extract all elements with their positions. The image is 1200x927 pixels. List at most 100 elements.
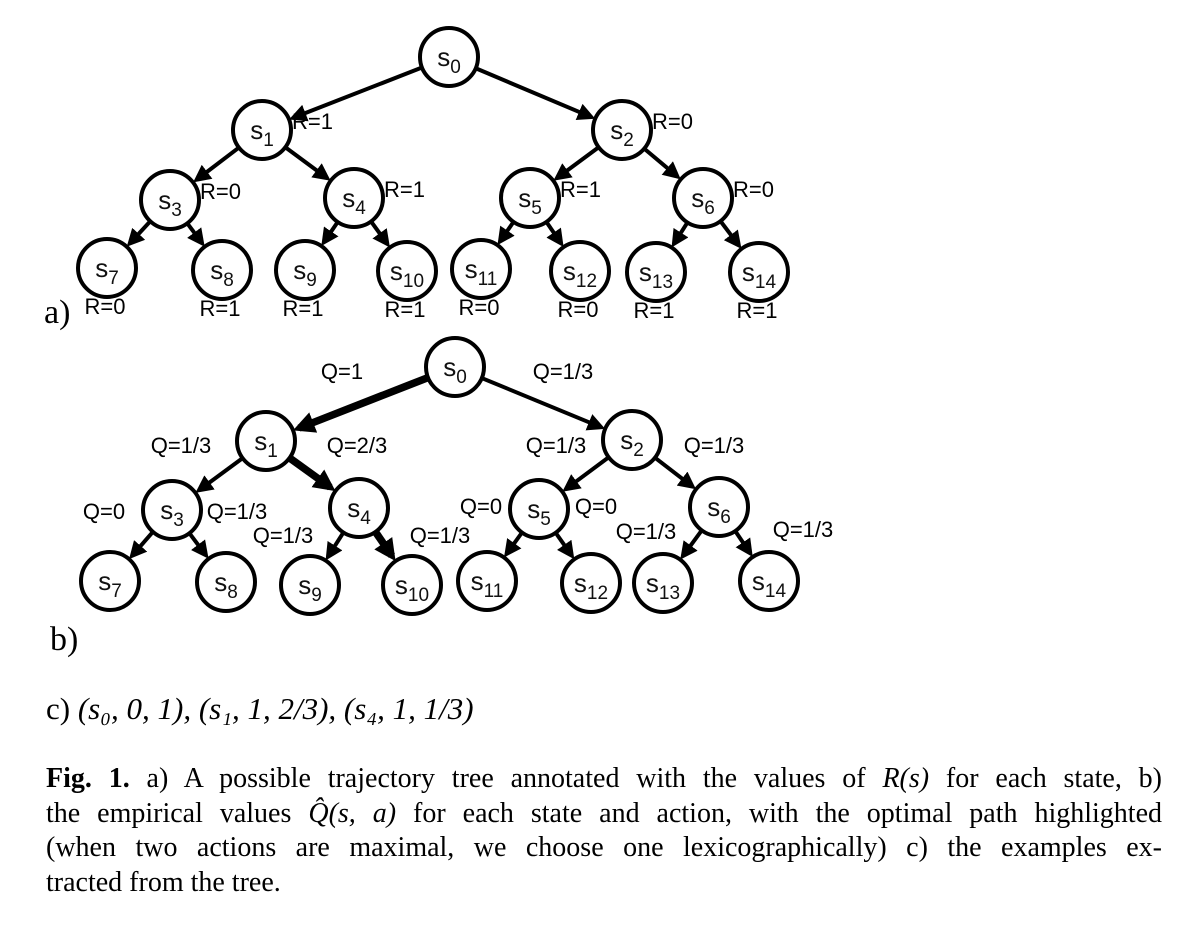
tree-b-node-label-s8: s8 (214, 567, 238, 603)
tree-b-node-s10 (381, 554, 443, 616)
text-segment: Fig. 1. (46, 763, 130, 794)
tree-a-reward-label-s6: R=0 (733, 177, 774, 202)
tree-a-node-s2 (591, 99, 653, 161)
tree-a-reward-label-s12: R=0 (558, 297, 599, 322)
tree-a-edge-s3-s7 (126, 219, 152, 247)
caption-line-4: tracted from the tree. (46, 866, 1162, 901)
tree-a-edge-s4-s10 (369, 220, 390, 248)
tree-a-edge-s4-s9 (321, 220, 340, 247)
tree-a-node-label-s0: s0 (437, 42, 461, 78)
tree-b-edge-label-s3-s7: Q=0 (83, 499, 125, 524)
tree-a-node-s7 (76, 237, 138, 299)
tree-b-node-label-s2: s2 (620, 425, 644, 461)
tree-b-edge-label-s6-s14: Q=1/3 (773, 517, 834, 542)
tree-b-edge-label-s0-s1: Q=1 (321, 359, 363, 384)
tree-b-node-s2 (601, 409, 663, 471)
tree-b-node-label-s0: s0 (443, 352, 467, 388)
tree-a-edge-s6-s14 (718, 219, 742, 249)
tree-b-edge-s2-s6 (653, 456, 697, 490)
tree-a-edge-s5-s12 (544, 220, 564, 248)
tree-b-node-s9 (279, 554, 341, 616)
tree-a-node-label-s1: s1 (250, 115, 274, 151)
tree-a-node-label-s14: s14 (742, 257, 777, 293)
tree-a-node-s10 (376, 240, 438, 302)
tree-b-node-label-s7: s7 (98, 566, 122, 602)
tree-a-node-s4 (323, 167, 385, 229)
tree-b-edge-label-s4-s9: Q=1/3 (253, 523, 314, 548)
tree-b-node-s8 (195, 551, 257, 613)
tree-b-edge-label-s6-s13: Q=1/3 (616, 519, 677, 544)
tree-a-node-label-s12: s12 (563, 256, 597, 292)
tree-b-edge-label-s2-s6: Q=1/3 (684, 433, 745, 458)
tree-b-node-s5 (508, 478, 570, 540)
tree-a-node-s13 (625, 241, 687, 303)
tree-a-edge-s1-s4 (284, 145, 331, 181)
tree-a-edge-s0-s2 (474, 66, 596, 120)
tree-b-node-label-s12: s12 (574, 568, 608, 604)
tree-a-reward-label-s10: R=1 (385, 297, 426, 322)
tree-b-node-label-s5: s5 (527, 494, 551, 530)
tree-a-reward-label-s9: R=1 (283, 296, 324, 321)
tree-a-reward-label-s14: R=1 (737, 298, 778, 323)
tree-a-node-label-s9: s9 (293, 255, 317, 291)
tree-a-node-s3 (139, 169, 201, 231)
panel-c-examples-line: c) (s₀, 0, 1), (s₁, 1, 2/3), (s₄, 1, 1/3… (46, 691, 474, 727)
tree-b-node-label-s13: s13 (646, 568, 680, 604)
tree-a-node-label-s3: s3 (158, 185, 182, 221)
caption-line-1: Fig. 1. a) A possible trajectory tree an… (46, 762, 1162, 797)
tree-b-edge-s1-s4-optimal (287, 454, 336, 492)
tree-b-edge-label-s2-s5: Q=1/3 (526, 433, 587, 458)
tree-b-edge-s3-s8 (187, 532, 209, 559)
tree-a-node-s14 (728, 241, 790, 303)
tree-a-node-s1 (231, 99, 293, 161)
tree-b-edge-label-s4-s10: Q=1/3 (410, 523, 471, 548)
tree-b-node-label-s9: s9 (298, 570, 322, 606)
text-segment: Q̂(s, a) (308, 797, 397, 829)
tree-b-node-s11 (456, 550, 518, 612)
tree-a-edge-s1-s3 (193, 145, 241, 183)
tree-b-node-s0 (424, 336, 486, 398)
tree-b-edge-label-s3-s8: Q=1/3 (207, 499, 268, 524)
tree-b-edge-s5-s12 (554, 531, 575, 560)
tree-b-node-label-s6: s6 (707, 492, 731, 528)
text-segment: for each state, b) (929, 763, 1162, 794)
tree-b-edge-s0-s2 (481, 376, 606, 431)
tree-b-edge-s2-s5 (562, 455, 610, 492)
tree-a-node-s9 (274, 239, 336, 301)
tree-a-reward-label-s5: R=1 (560, 177, 601, 202)
tree-a-node-s12 (549, 240, 611, 302)
tree-a-reward-label-s4: R=1 (384, 177, 425, 202)
text-segment: (when two actions are maximal, we choose… (46, 832, 1162, 863)
tree-b-node-s13 (632, 552, 694, 614)
tree-b-edge-s3-s7 (129, 530, 155, 560)
tree-a-node-label-s5: s5 (518, 183, 542, 219)
tree-a-reward-label-s7: R=0 (85, 294, 126, 319)
tree-b-edge-s6-s14 (733, 529, 753, 557)
caption-line-3: (when two actions are maximal, we choose… (46, 831, 1162, 866)
tree-a-node-s6 (672, 167, 734, 229)
tree-a-node-label-s2: s2 (610, 115, 634, 151)
tree-b-edge-s5-s11 (503, 531, 524, 558)
tree-b-edge-label-s0-s2: Q=1/3 (533, 359, 594, 384)
tree-a-reward-label-s11: R=0 (459, 295, 500, 320)
tree-a-edge-s2-s5 (553, 145, 600, 181)
text-segment: the empirical values (46, 797, 309, 829)
tree-a-node-label-s6: s6 (691, 183, 715, 219)
tree-a-edge-s0-s1 (289, 65, 423, 122)
tree-a-reward-label-s3: R=0 (200, 179, 241, 204)
tree-a-node-s11 (450, 238, 512, 300)
tree-b-node-s4 (328, 477, 390, 539)
tree-a-node-label-s8: s8 (210, 255, 234, 291)
caption-line-2: the empirical values Q̂(s, a) for each s… (46, 797, 1162, 832)
tree-a-node-label-s4: s4 (342, 183, 366, 219)
tree-a-node-label-s11: s11 (465, 254, 498, 290)
tree-a-reward-label-s1: R=1 (292, 109, 333, 134)
tree-b-node-s1 (235, 410, 297, 472)
tree-b-edge-s4-s10-optimal (372, 529, 396, 562)
tree-a-node-s8 (191, 239, 253, 301)
tree-a-edge-s6-s13 (671, 221, 690, 248)
